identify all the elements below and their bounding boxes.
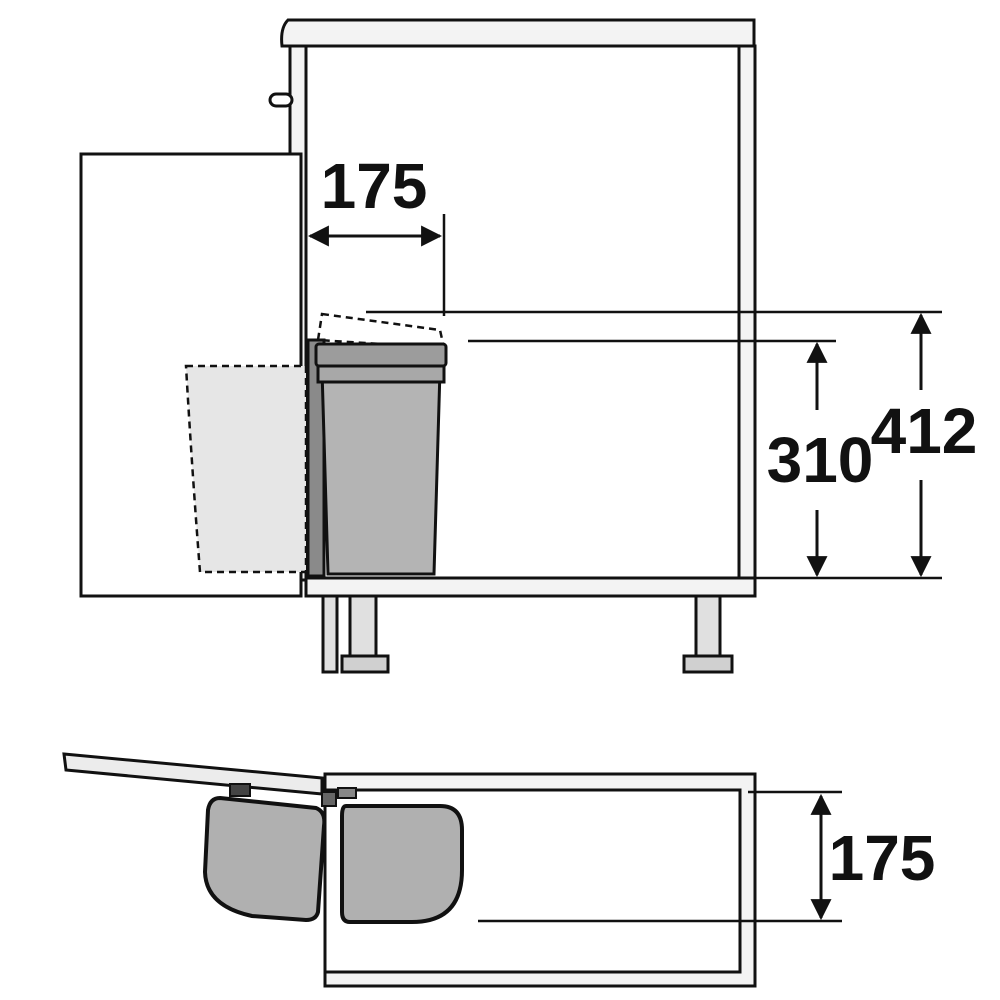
bin-top-view-inside xyxy=(340,804,464,924)
bin-ghost-outline xyxy=(184,364,308,574)
cabinet-bottom xyxy=(304,576,757,598)
top-view: 175 xyxy=(62,752,936,988)
dimension-label-175-side: 175 xyxy=(321,150,428,222)
dimension-label-310: 310 xyxy=(767,424,874,496)
waste-bin-rim xyxy=(316,364,446,384)
waste-bin-lid xyxy=(314,342,448,368)
dimension-label-412: 412 xyxy=(871,395,978,467)
cabinet-legs xyxy=(321,594,734,674)
waste-bin-body xyxy=(320,368,442,576)
side-view: 175 310 412 xyxy=(79,18,978,674)
dimension-label-175-top: 175 xyxy=(829,822,936,894)
extension-lines-top xyxy=(478,790,842,923)
hinge-top-view xyxy=(229,783,357,807)
hinge-knob xyxy=(268,92,294,108)
countertop xyxy=(280,18,756,48)
door-top-view xyxy=(62,752,324,796)
bin-top-view-swung xyxy=(202,795,327,923)
extension-lines xyxy=(366,214,942,580)
